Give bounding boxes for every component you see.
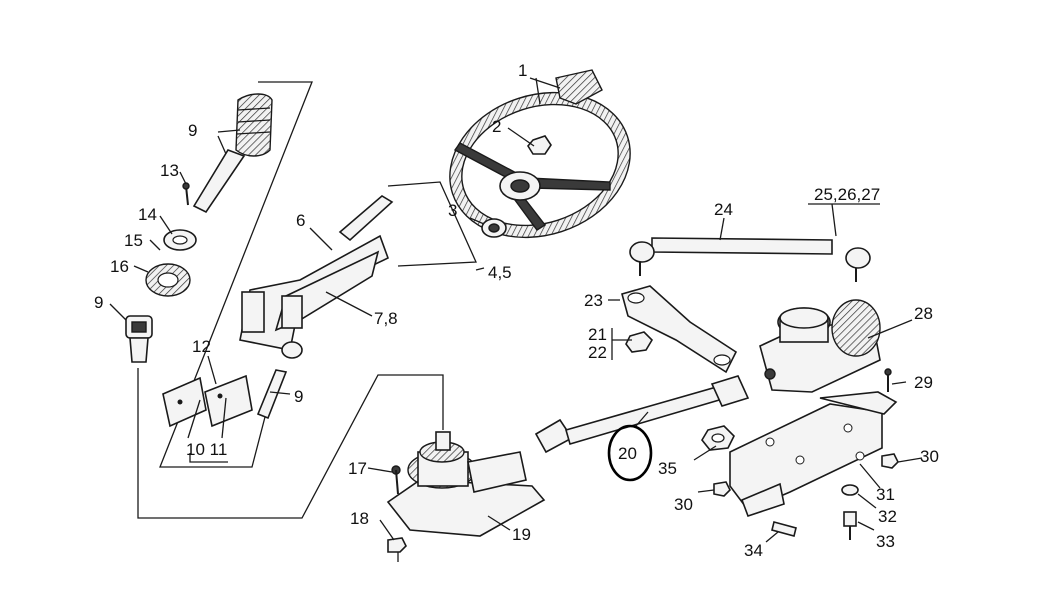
mid-pin — [256, 369, 288, 420]
drag-link — [629, 237, 871, 282]
callout-7-8: 7,8 — [374, 309, 398, 328]
callout-18: 18 — [350, 509, 369, 528]
left-universal-joint — [125, 315, 153, 363]
part-3-bushing — [469, 217, 507, 238]
callout-30-right: 30 — [920, 447, 939, 466]
callout-34: 34 — [744, 541, 763, 560]
pitman-arm — [621, 285, 738, 374]
steering-box — [386, 431, 546, 553]
callout-labels: 1 2 3 4,5 6 7,8 9 9 9 10 11 12 13 14 15 … — [94, 61, 939, 560]
callout-10-11: 10 11 — [186, 440, 227, 459]
callout-29: 29 — [914, 373, 933, 392]
frame-lines — [137, 81, 477, 519]
callout-25-26-27: 25,26,27 — [814, 185, 880, 204]
leader-lines — [109, 77, 923, 562]
mounting-plates — [162, 374, 253, 428]
callout-35: 35 — [658, 459, 677, 478]
fasteners — [713, 368, 899, 540]
callout-9-left: 9 — [94, 293, 103, 312]
highlight-circle — [607, 424, 653, 482]
callout-9-mid: 9 — [294, 387, 303, 406]
callout-23: 23 — [584, 291, 603, 310]
callout-3: 3 — [448, 201, 457, 220]
gear-box — [759, 299, 881, 393]
callout-30-left: 30 — [674, 495, 693, 514]
highlighted-part-20: 20 — [607, 424, 653, 482]
callout-20: 20 — [618, 444, 637, 463]
callout-22: 22 — [588, 343, 607, 362]
frame-bracket — [729, 391, 898, 518]
callout-24: 24 — [714, 200, 733, 219]
steering-wheel — [449, 69, 631, 239]
callout-33: 33 — [876, 532, 895, 551]
callout-28: 28 — [914, 304, 933, 323]
callout-17: 17 — [348, 459, 367, 478]
callout-14: 14 — [138, 205, 157, 224]
callout-4-5: 4,5 — [488, 263, 512, 282]
column-bracket — [239, 195, 394, 359]
callout-1: 1 — [518, 61, 527, 80]
callout-21: 21 — [588, 325, 607, 344]
callout-6: 6 — [296, 211, 305, 230]
callout-19: 19 — [512, 525, 531, 544]
callout-16: 16 — [110, 257, 129, 276]
callout-32: 32 — [878, 507, 897, 526]
upper-column-shaft — [192, 93, 273, 214]
callout-9-top: 9 — [188, 121, 197, 140]
callout-2: 2 — [492, 117, 501, 136]
callout-31: 31 — [876, 485, 895, 504]
callout-13: 13 — [160, 161, 179, 180]
callout-12: 12 — [192, 337, 211, 356]
callout-15: 15 — [124, 231, 143, 250]
nut-35 — [701, 425, 735, 451]
column-bearings — [145, 182, 197, 297]
